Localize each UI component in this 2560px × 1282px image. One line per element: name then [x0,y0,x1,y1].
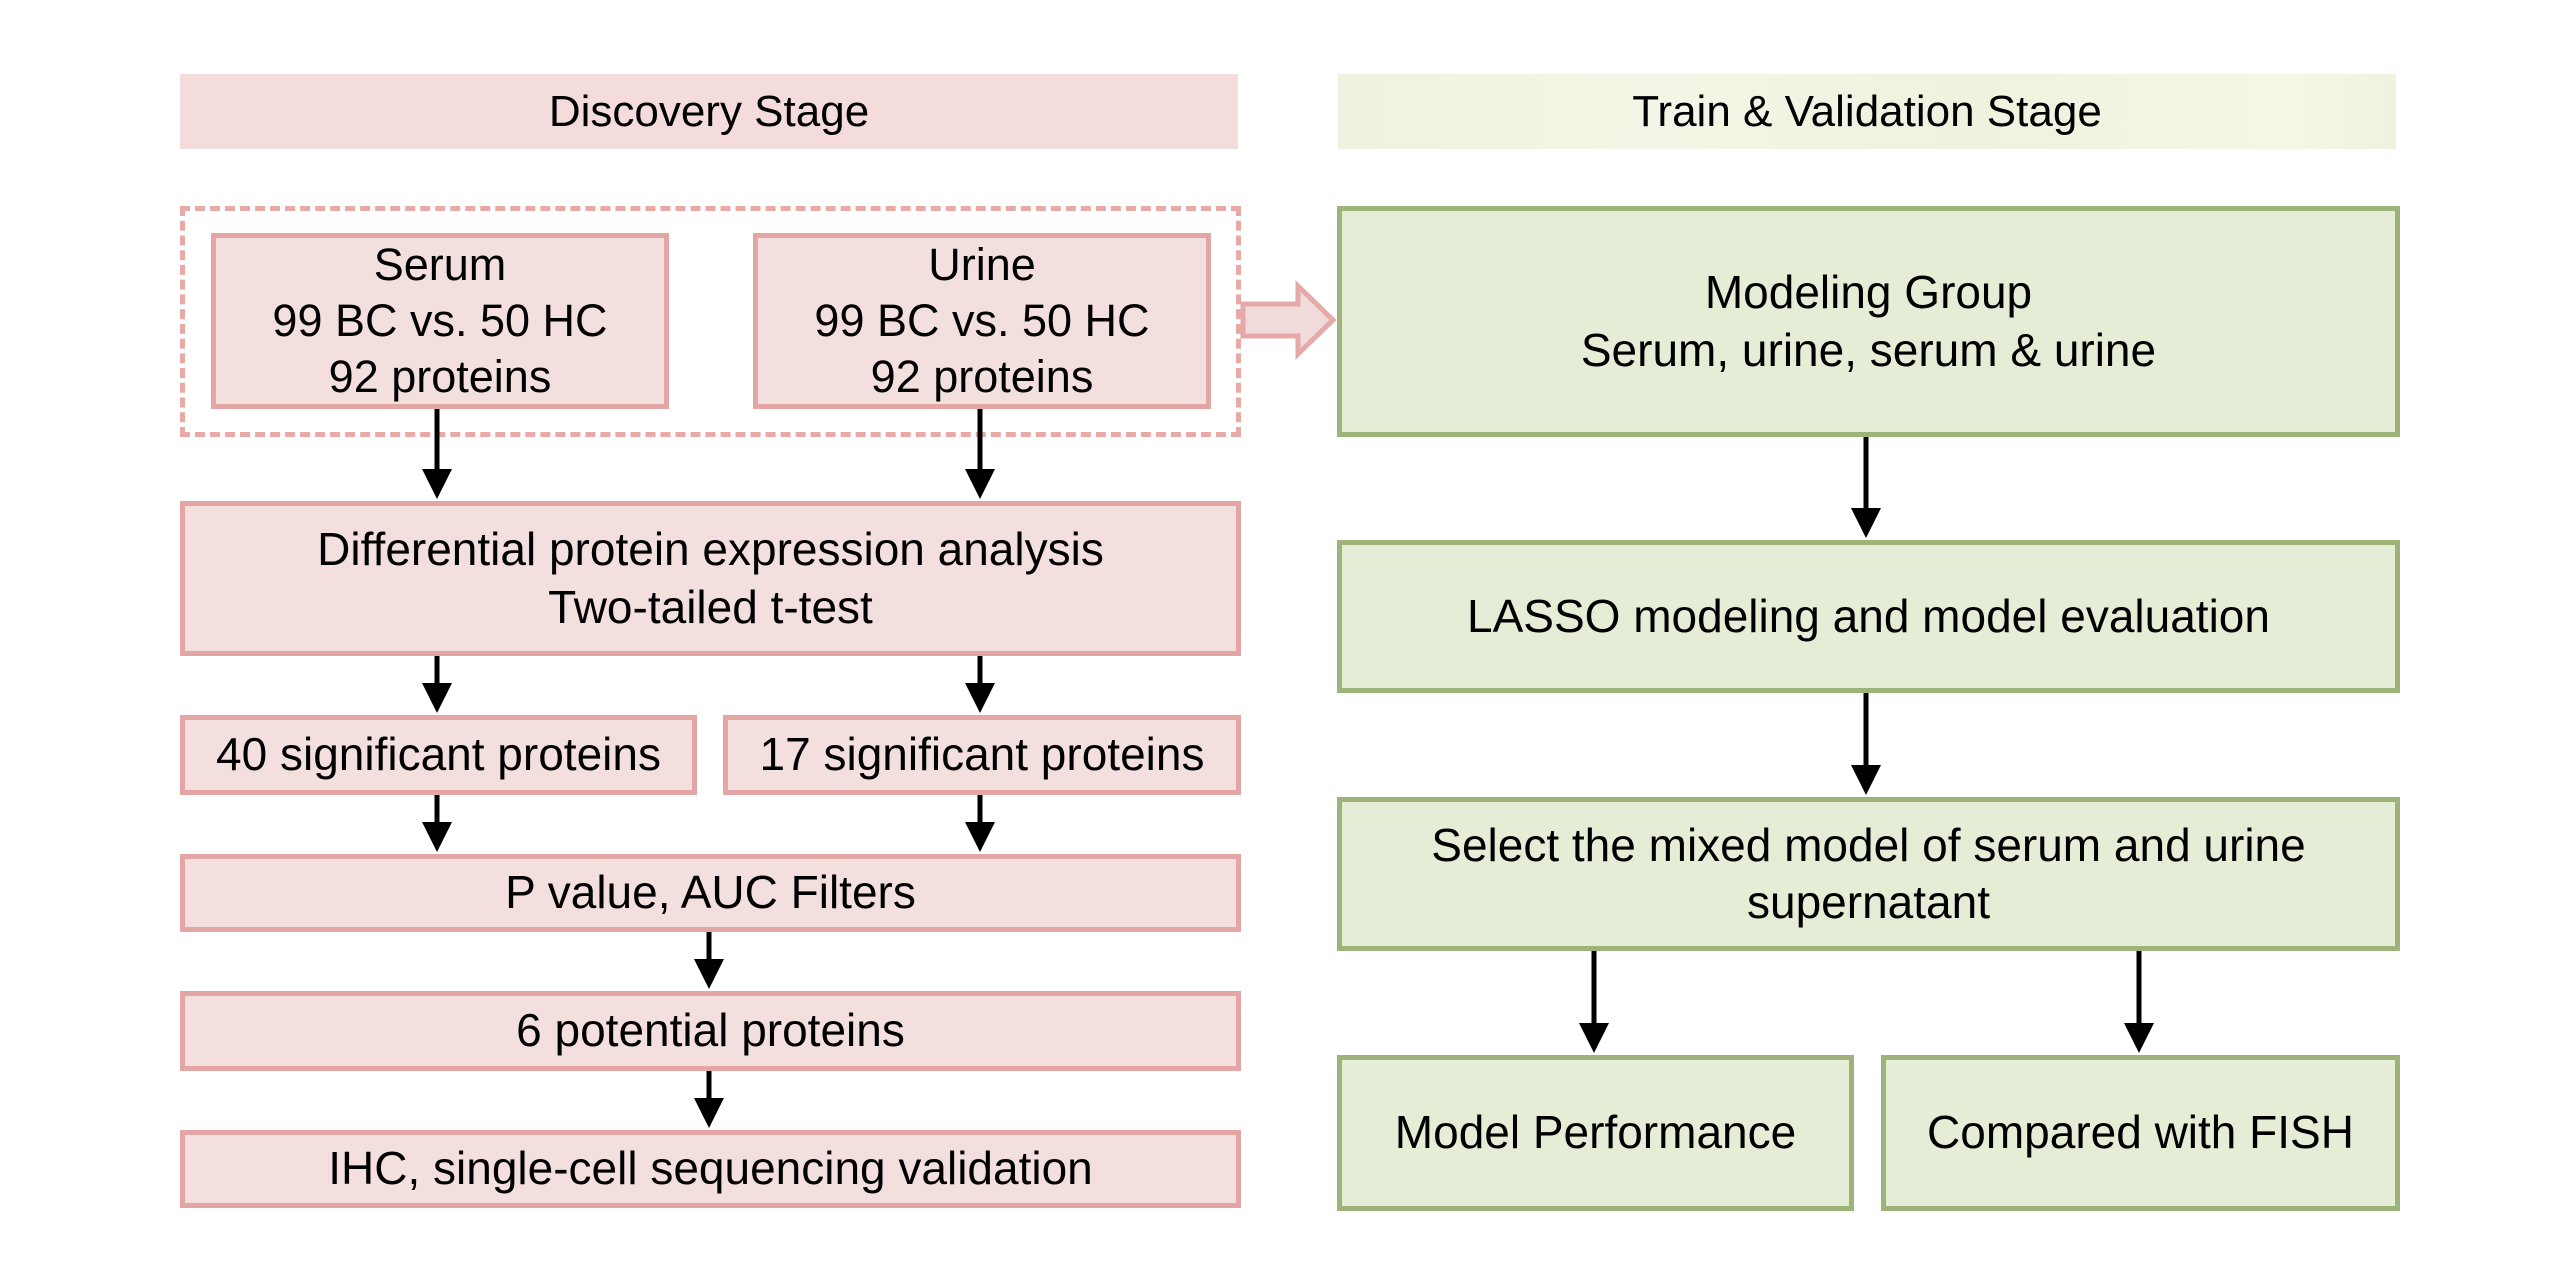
train-validation-stage-title: Train & Validation Stage [1632,86,2102,136]
modeling-group-box: Modeling Group Serum, urine, serum & uri… [1337,206,2400,437]
modeling-group-title: Modeling Group [1704,266,2033,318]
filters-box: P value, AUC Filters [180,854,1241,932]
serum-box: Serum 99 BC vs. 50 HC 92 proteins [211,233,669,409]
train-validation-stage-header: Train & Validation Stage [1338,74,2396,149]
model-performance-label: Model Performance [1394,1106,1797,1159]
urine-title: Urine [928,238,1036,290]
select-model-box: Select the mixed model of serum and urin… [1337,797,2400,951]
potential-proteins-label: 6 potential proteins [516,1004,905,1057]
stage-transition-arrow [1240,280,1337,360]
serum-proteins: 92 proteins [328,351,552,403]
model-performance-box: Model Performance [1337,1055,1854,1211]
urine-groups: 99 BC vs. 50 HC [814,294,1150,346]
fish-comparison-label: Compared with FISH [1927,1106,2354,1159]
serum-groups: 99 BC vs. 50 HC [272,294,608,346]
serum-significant-label: 40 significant proteins [216,728,661,781]
select-model-line2: supernatant [1747,876,1990,928]
differential-analysis-box: Differential protein expression analysis… [180,501,1241,656]
sample-group-container [180,206,1241,437]
discovery-stage-header: Discovery Stage [180,74,1238,149]
select-model-line1: Select the mixed model of serum and urin… [1431,818,2306,871]
filters-label: P value, AUC Filters [505,866,916,919]
differential-analysis-title: Differential protein expression analysis [317,523,1104,575]
urine-significant-label: 17 significant proteins [759,728,1205,781]
differential-analysis-method: Two-tailed t-test [548,580,873,633]
fish-comparison-box: Compared with FISH [1881,1055,2400,1211]
serum-significant-box: 40 significant proteins [180,715,697,795]
modeling-group-samples: Serum, urine, serum & urine [1580,323,2157,376]
validation-label: IHC, single-cell sequencing validation [328,1142,1093,1195]
urine-significant-box: 17 significant proteins [723,715,1241,795]
potential-proteins-box: 6 potential proteins [180,991,1241,1071]
discovery-stage-title: Discovery Stage [548,86,870,136]
validation-box: IHC, single-cell sequencing validation [180,1130,1241,1208]
urine-proteins: 92 proteins [870,351,1094,403]
serum-title: Serum [373,238,507,290]
lasso-box: LASSO modeling and model evaluation [1337,540,2400,693]
lasso-label: LASSO modeling and model evaluation [1467,589,2270,642]
urine-box: Urine 99 BC vs. 50 HC 92 proteins [753,233,1211,409]
